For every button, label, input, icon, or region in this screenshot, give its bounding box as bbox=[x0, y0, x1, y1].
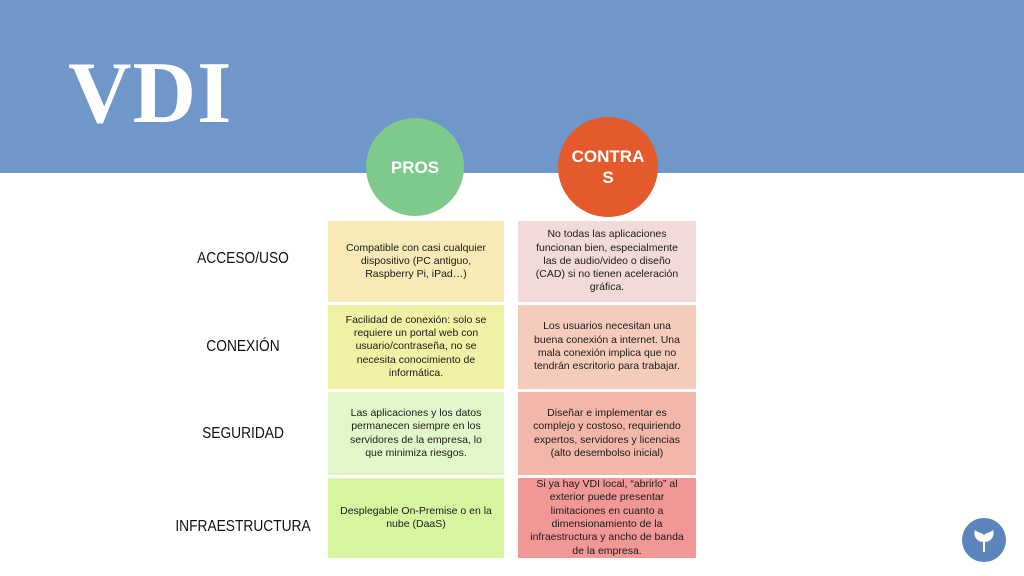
pro-cell-acceso: Compatible con casi cualquier dispositiv… bbox=[328, 221, 504, 302]
con-cell-conexion: Los usuarios necesitan una buena conexió… bbox=[518, 305, 696, 389]
pros-circle: PROS bbox=[366, 118, 464, 216]
pro-cell-conexion: Facilidad de conexión: solo se requiere … bbox=[328, 305, 504, 389]
cons-circle: CONTRA S bbox=[558, 117, 658, 217]
pro-cell-infraestructura: Desplegable On-Premise o en la nube (Daa… bbox=[328, 478, 504, 558]
con-cell-infraestructura: Si ya hay VDI local, “abrirlo” al exteri… bbox=[518, 478, 696, 558]
con-cell-acceso: No todas las aplicaciones funcionan bien… bbox=[518, 221, 696, 302]
ginkgo-leaf-icon bbox=[962, 518, 1006, 562]
pro-cell-seguridad: Las aplicaciones y los datos permanecen … bbox=[328, 392, 504, 475]
slide-title: VDI bbox=[68, 45, 233, 142]
cons-label: CONTRA S bbox=[571, 147, 645, 187]
header-band bbox=[0, 0, 1024, 173]
pros-label: PROS bbox=[390, 157, 440, 177]
row-label-seguridad: SEGURIDAD bbox=[202, 425, 284, 442]
row-label-conexion: CONEXIÓN bbox=[206, 338, 280, 355]
con-cell-seguridad: Diseñar e implementar es complejo y cost… bbox=[518, 392, 696, 475]
row-label-acceso: ACCESO/USO bbox=[197, 250, 289, 267]
row-label-infraestructura: INFRAESTRUCTURA bbox=[175, 518, 311, 535]
